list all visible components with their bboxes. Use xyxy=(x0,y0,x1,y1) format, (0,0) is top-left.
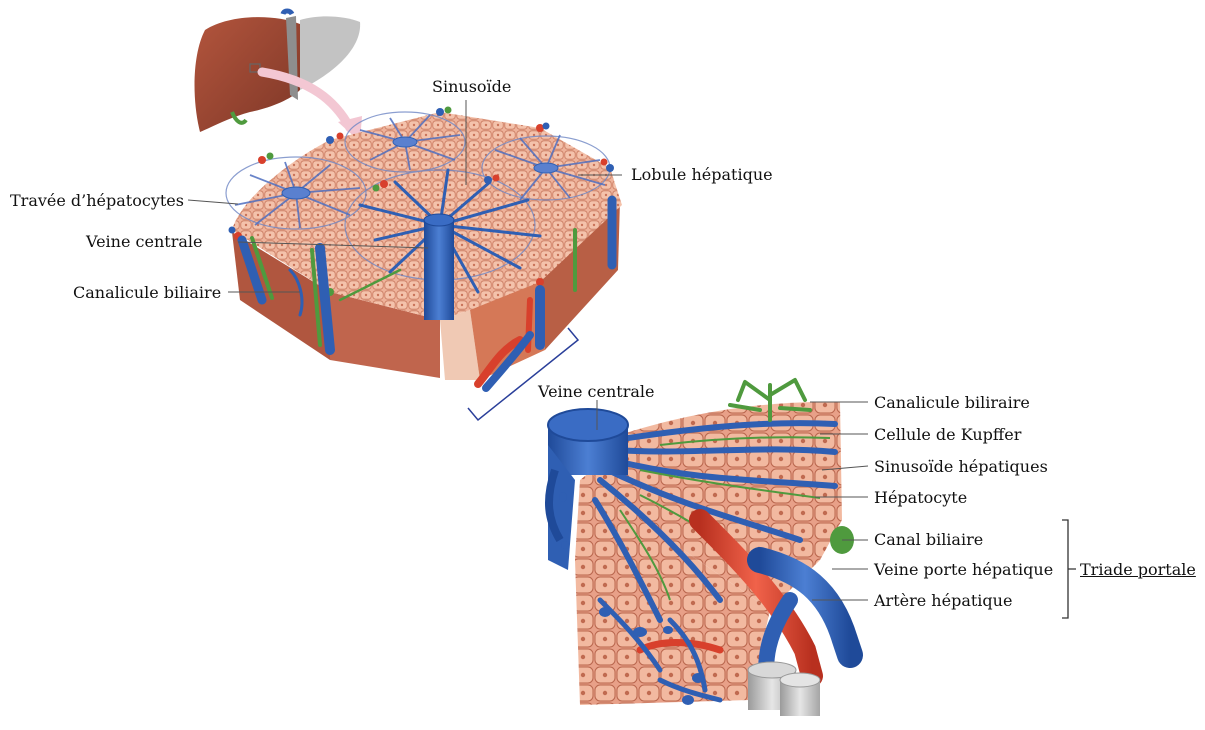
label-cellule-kupffer: Cellule de Kupffer xyxy=(874,426,1021,444)
label-artere-hepatique: Artère hépatique xyxy=(874,592,1012,610)
lobule-block xyxy=(226,107,622,389)
label-sinusoide-hepatiques: Sinusoïde hépatiques xyxy=(874,458,1048,476)
label-canalicule-biliraire: Canalicule biliraire xyxy=(874,394,1030,412)
label-veine-porte-hepatique: Veine porte hépatique xyxy=(874,561,1053,579)
label-hepatocyte: Hépatocyte xyxy=(874,489,967,507)
label-veine-centrale-top: Veine centrale xyxy=(86,233,202,251)
triade-bracket xyxy=(1062,520,1076,618)
magnified-wedge xyxy=(548,380,854,716)
label-sinusoide: Sinusoïde xyxy=(432,78,511,96)
label-triade-portale: Triade portale xyxy=(1080,561,1196,579)
label-canalicule-biliaire-top: Canalicule biliaire xyxy=(73,284,221,302)
label-lobule-hepatique: Lobule hépatique xyxy=(631,166,773,184)
label-canal-biliaire: Canal biliaire xyxy=(874,531,983,549)
label-veine-centrale-bottom: Veine centrale xyxy=(538,383,654,401)
label-travee-hepatocytes: Travée d’hépatocytes xyxy=(10,192,184,210)
